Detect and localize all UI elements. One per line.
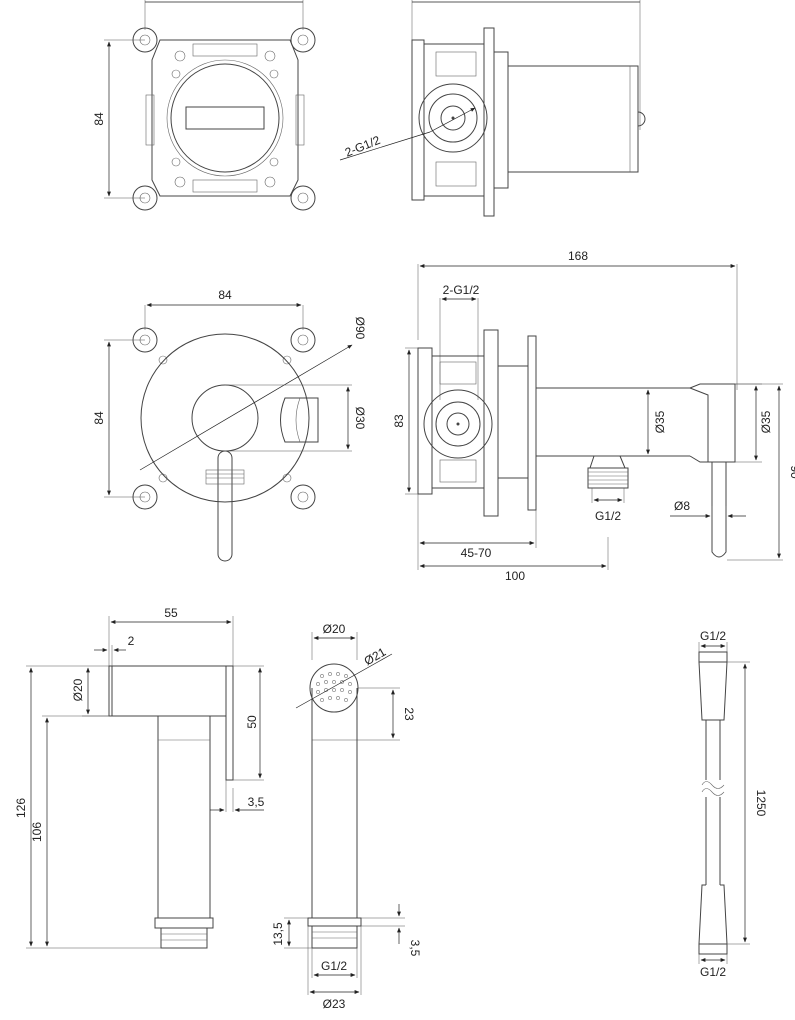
- mixer-side-thread-label: 2-G1/2: [443, 283, 480, 297]
- mixer-front-lever-dim: Ø30: [353, 407, 367, 430]
- mixer-side-handle-dia: Ø8: [674, 499, 690, 513]
- spout-head-dia: Ø20: [71, 678, 85, 701]
- mixer-side-dia-2: Ø35: [759, 410, 773, 433]
- spout-gap: 3,5: [248, 795, 265, 809]
- handshower-bottom-dia: Ø23: [323, 997, 346, 1011]
- mixer-front-width-dim: 84: [218, 288, 232, 302]
- spout-length: 55: [164, 606, 178, 620]
- mixer-side-outlet-thread: G1/2: [595, 509, 621, 523]
- handshower-face-height: 23: [402, 707, 416, 721]
- handshower-top-dia: Ø20: [323, 622, 346, 636]
- spout-head-height: 50: [245, 715, 259, 729]
- handshower-view: Ø20 Ø21 23 13,5 3,5: [271, 622, 422, 1011]
- mixer-side-outlet-offset: 100: [505, 569, 525, 583]
- mixer-side-total-length: 168: [568, 249, 588, 263]
- mixer-side-view: 168 2-G1/2 83 Ø35 Ø35: [392, 249, 795, 583]
- box-side-thread-label: 2-G1/2: [343, 133, 383, 160]
- mixer-side-depth-range: 45-70: [461, 546, 492, 560]
- spout-height-body: 106: [30, 822, 44, 842]
- mixer-front-view: 84 Ø90 Ø30 84: [92, 288, 367, 562]
- handshower-nut-gap: 3,5: [408, 940, 422, 957]
- box-side-view: 2-G1/2: [339, 0, 646, 217]
- handshower-nut-height: 13,5: [271, 922, 285, 946]
- spout-view: 55 2 Ø20 50 3,5 126: [14, 606, 265, 949]
- hose-view: G1/2 1250 G1/2: [698, 629, 768, 979]
- handshower-face-dia: Ø21: [362, 645, 389, 669]
- mixer-side-overall-height: 90: [788, 465, 795, 479]
- handshower-thread: G1/2: [321, 959, 347, 973]
- mixer-front-height-dim: 84: [92, 411, 106, 425]
- handshower-nozzles: [316, 672, 352, 702]
- hose-length: 1250: [754, 790, 768, 817]
- mixer-side-body-height: 83: [392, 414, 406, 428]
- hose-bottom-thread: G1/2: [700, 965, 726, 979]
- mixer-front-plate-dim: Ø90: [353, 317, 367, 340]
- mixer-side-dia-1: Ø35: [653, 410, 667, 433]
- spout-wall: 2: [128, 634, 135, 648]
- spout-height-total: 126: [14, 798, 28, 818]
- box-front-height-dim: 84: [92, 112, 106, 126]
- box-front-view: 84: [92, 0, 316, 211]
- hose-top-thread: G1/2: [700, 629, 726, 643]
